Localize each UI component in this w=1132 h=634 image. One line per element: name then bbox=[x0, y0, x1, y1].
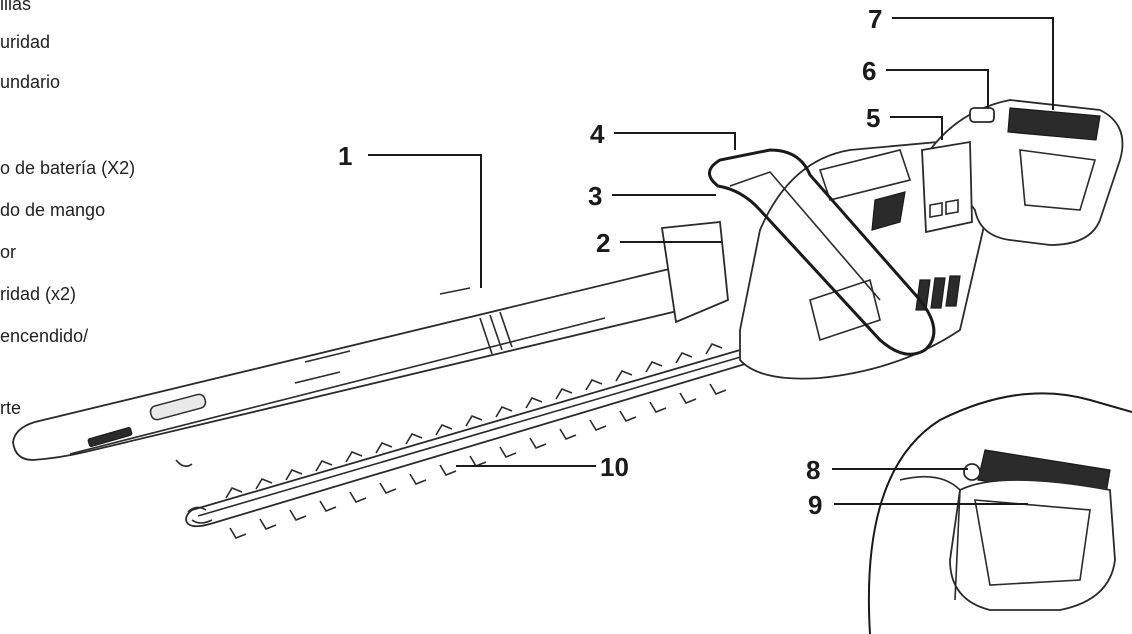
callout-4: 4 bbox=[590, 119, 605, 149]
parts-list-item: ridad (x2) bbox=[0, 284, 77, 304]
blade bbox=[185, 343, 754, 539]
callout-6: 6 bbox=[862, 56, 877, 86]
trimmer-body bbox=[660, 99, 1124, 380]
callout-1: 1 bbox=[338, 141, 353, 171]
parts-list-item: uridad bbox=[0, 32, 51, 52]
callout-9: 9 bbox=[808, 490, 823, 520]
blade-cover bbox=[12, 267, 708, 468]
parts-list-item: encendido/ bbox=[0, 326, 89, 346]
parts-list-item: illas bbox=[0, 0, 32, 14]
inset-detail bbox=[867, 392, 1132, 634]
callout-5: 5 bbox=[866, 103, 881, 133]
callout-8: 8 bbox=[806, 455, 821, 485]
parts-list-item: undario bbox=[0, 72, 61, 92]
callout-2: 2 bbox=[596, 228, 611, 258]
parts-list-item: do de mango bbox=[0, 200, 106, 220]
parts-list-item: rte bbox=[0, 398, 22, 418]
blade-teeth bbox=[225, 343, 727, 539]
callout-7: 7 bbox=[868, 4, 883, 34]
leader-lines bbox=[368, 17, 1054, 505]
callout-3: 3 bbox=[588, 181, 603, 211]
parts-list-item: or bbox=[0, 242, 17, 262]
callout-10: 10 bbox=[600, 452, 629, 482]
parts-list-item: o de batería (X2) bbox=[0, 158, 136, 178]
